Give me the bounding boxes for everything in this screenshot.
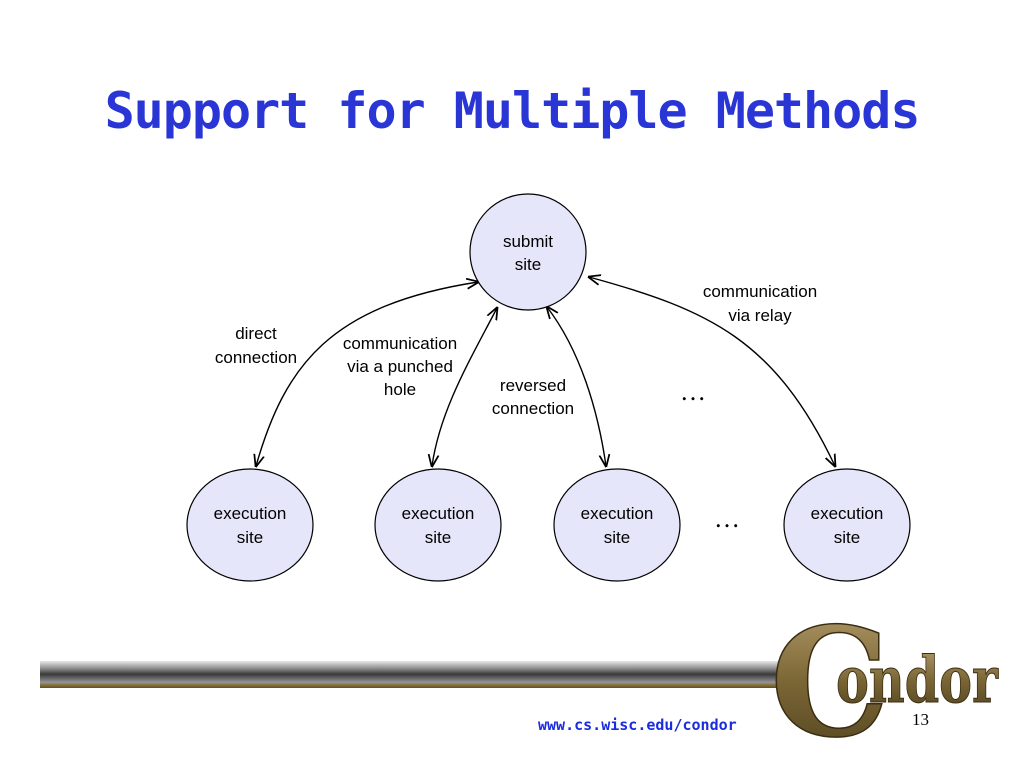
label-communication-relay: communication via relay bbox=[703, 282, 817, 325]
ellipsis-top: … bbox=[680, 377, 706, 406]
execution-node-label-2: site bbox=[834, 528, 860, 547]
submit-node-label-1: submit bbox=[503, 232, 553, 251]
edge-label-line: connection bbox=[215, 348, 297, 367]
edge-label-line: direct bbox=[235, 324, 277, 343]
execution-node-label-2: site bbox=[237, 528, 263, 547]
execution-site-node: execution site bbox=[553, 468, 681, 582]
execution-site-node: execution site bbox=[783, 468, 911, 582]
execution-node-label-1: execution bbox=[214, 504, 287, 523]
footer-bar bbox=[40, 661, 800, 688]
edge-label-line: via a punched bbox=[347, 357, 453, 376]
label-punched-hole: communication via a punched hole bbox=[343, 334, 457, 399]
edge-label-line: communication bbox=[343, 334, 457, 353]
edge-label-line: connection bbox=[492, 399, 574, 418]
edge-label-line: hole bbox=[384, 380, 416, 399]
logo-big-letter: C bbox=[770, 595, 889, 768]
execution-node-label-2: site bbox=[604, 528, 630, 547]
execution-node-label-1: execution bbox=[581, 504, 654, 523]
execution-site-node: execution site bbox=[374, 468, 502, 582]
label-direct-connection: direct connection bbox=[215, 324, 297, 367]
page-number: 13 bbox=[912, 710, 929, 729]
edge-label-line: reversed bbox=[500, 376, 566, 395]
edge-relay bbox=[589, 277, 835, 466]
edge-punched bbox=[432, 308, 497, 466]
logo-rest: ondor bbox=[836, 643, 999, 718]
footer-url[interactable]: www.cs.wisc.edu/condor bbox=[538, 716, 737, 734]
label-reversed-connection: reversed connection bbox=[492, 376, 574, 418]
execution-node-label-1: execution bbox=[402, 504, 475, 523]
execution-node-label-2: site bbox=[425, 528, 451, 547]
edge-direct bbox=[256, 282, 478, 466]
edge-label-line: communication bbox=[703, 282, 817, 301]
submit-node-label-2: site bbox=[515, 255, 541, 274]
condor-logo: C ondor bbox=[769, 594, 999, 768]
ellipsis-bottom: … bbox=[714, 504, 740, 533]
execution-node-label-1: execution bbox=[811, 504, 884, 523]
submit-site-node: submit site bbox=[469, 193, 587, 311]
edge-label-line: via relay bbox=[728, 306, 792, 325]
slide-title: Support for Multiple Methods bbox=[104, 82, 921, 140]
execution-site-node: execution site bbox=[186, 468, 314, 582]
